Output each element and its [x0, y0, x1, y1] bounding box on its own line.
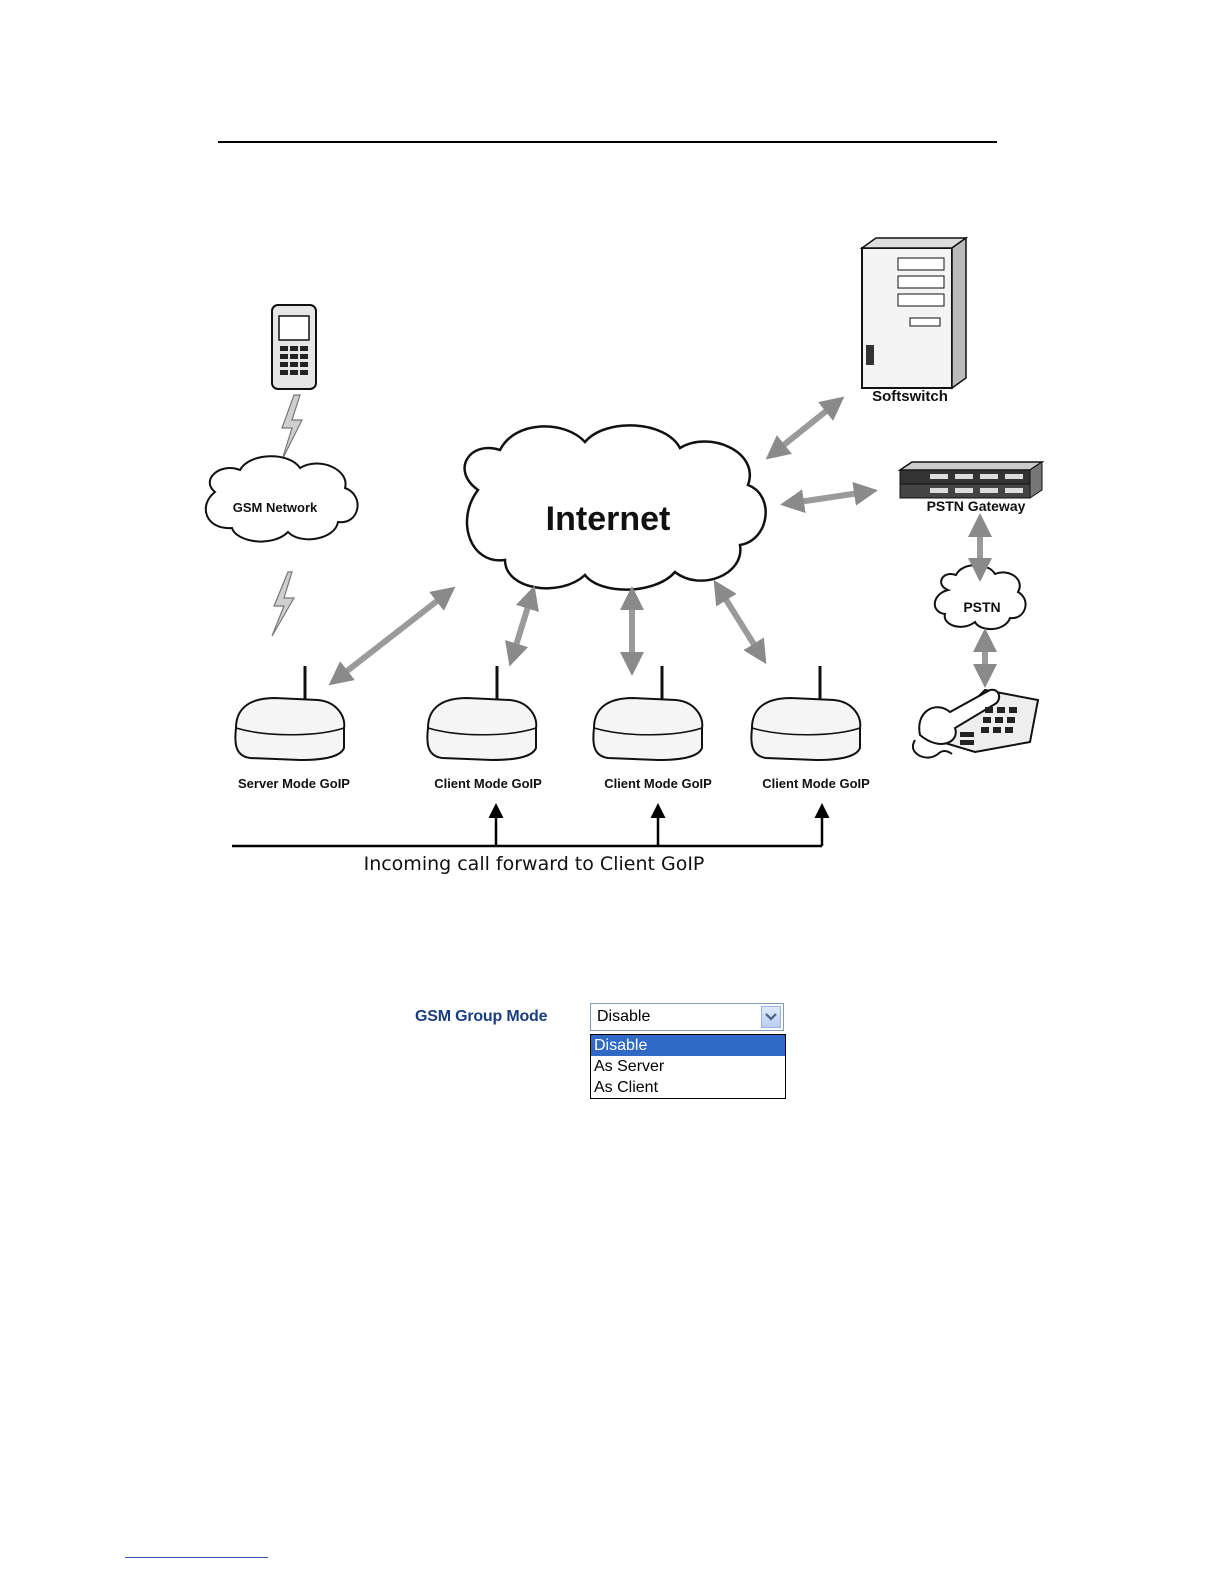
select-value: Disable — [597, 1008, 650, 1026]
arrow-client1-internet — [513, 597, 531, 655]
mobile-phone-icon — [272, 305, 316, 389]
chevron-down-icon[interactable] — [761, 1006, 781, 1028]
desk-telephone-icon — [913, 690, 1038, 758]
gsm-network-cloud: GSM Network — [206, 456, 358, 541]
arrow-server-internet — [338, 594, 446, 678]
client-goip-device-icon: Client Mode GoIP — [427, 666, 542, 791]
arrow-internet-gateway — [792, 492, 866, 503]
pstn-gateway-label: PSTN Gateway — [927, 498, 1026, 514]
internet-cloud: Internet — [465, 425, 766, 589]
softswitch-server-icon: Softswitch — [862, 238, 966, 405]
forward-caption: Incoming call forward to Client GoIP — [364, 853, 705, 875]
client-goip-label: Client Mode GoIP — [762, 776, 870, 791]
option-as-server[interactable]: As Server — [591, 1056, 785, 1077]
pstn-gateway-icon: PSTN Gateway — [900, 462, 1042, 514]
server-goip-label: Server Mode GoIP — [238, 776, 350, 791]
client-goip-label: Client Mode GoIP — [434, 776, 542, 791]
incoming-forward-lines — [232, 806, 822, 846]
option-disable[interactable]: Disable — [591, 1035, 785, 1056]
gsm-group-mode-options: Disable As Server As Client — [590, 1034, 786, 1099]
client-goip-device-icon: Client Mode GoIP — [593, 666, 712, 791]
arrow-internet-softswitch — [775, 404, 835, 452]
client-goip-device-icon: Client Mode GoIP — [751, 666, 870, 791]
client-goip-label: Client Mode GoIP — [604, 776, 712, 791]
pstn-label: PSTN — [963, 599, 1000, 615]
network-diagram: GSM Network Internet Softswitch PSTN Gat… — [0, 0, 1224, 900]
gsm-network-label: GSM Network — [233, 500, 318, 515]
softswitch-label: Softswitch — [872, 388, 948, 405]
lightning-icon — [282, 395, 302, 460]
gsm-group-mode-select[interactable]: Disable — [590, 1003, 784, 1031]
server-goip-device-icon: Server Mode GoIP — [235, 666, 350, 791]
option-as-client[interactable]: As Client — [591, 1077, 785, 1098]
arrow-client3-internet — [720, 590, 760, 654]
gsm-group-mode-label: GSM Group Mode — [415, 1008, 547, 1026]
gsm-group-mode-row: GSM Group Mode Disable Disable As Server… — [415, 1003, 795, 1103]
lightning-icon — [272, 572, 294, 636]
footnote-rule — [125, 1557, 268, 1558]
pstn-cloud: PSTN — [935, 565, 1026, 629]
internet-label: Internet — [546, 500, 671, 538]
